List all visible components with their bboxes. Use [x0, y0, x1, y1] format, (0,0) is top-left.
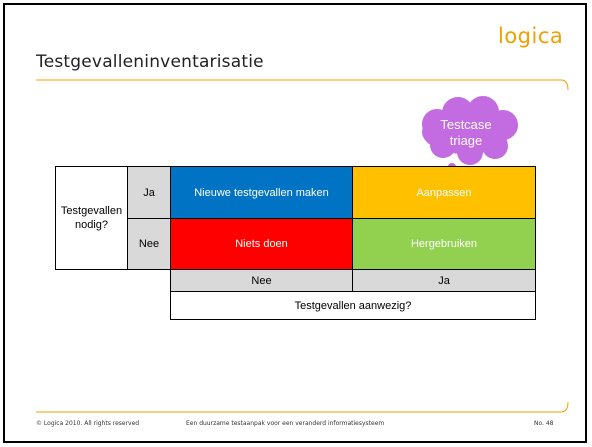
slide-title: Testgevalleninventarisatie	[36, 52, 264, 72]
col-axis-label: Testgevallen aanwezig?	[170, 291, 536, 320]
cell-new-testcases: Nieuwe testgevallen maken	[170, 166, 353, 219]
row-nee-label: Nee	[127, 218, 171, 270]
cell-adjust: Aanpassen	[352, 166, 536, 219]
col-ja-label: Ja	[352, 269, 536, 292]
footer-copyright: © Logica 2010. All rights reserved	[36, 420, 140, 427]
footer-subtitle: Een duurzame testaanpak voor een verande…	[186, 420, 385, 427]
logo-text: logica	[498, 24, 564, 48]
row-ja-label: Ja	[127, 166, 171, 219]
row-axis-label: Testgevallen nodig?	[55, 166, 128, 270]
logica-logo: logica	[498, 24, 563, 48]
cell-reuse: Hergebruiken	[352, 218, 536, 270]
cell-do-nothing: Niets doen	[170, 218, 353, 270]
col-nee-label: Nee	[170, 269, 353, 292]
bubble-text: Testcase triage	[440, 117, 492, 148]
title-rule-curve	[560, 79, 569, 91]
footer-rule-curve	[560, 401, 569, 413]
page-number: No. 48	[534, 420, 554, 427]
